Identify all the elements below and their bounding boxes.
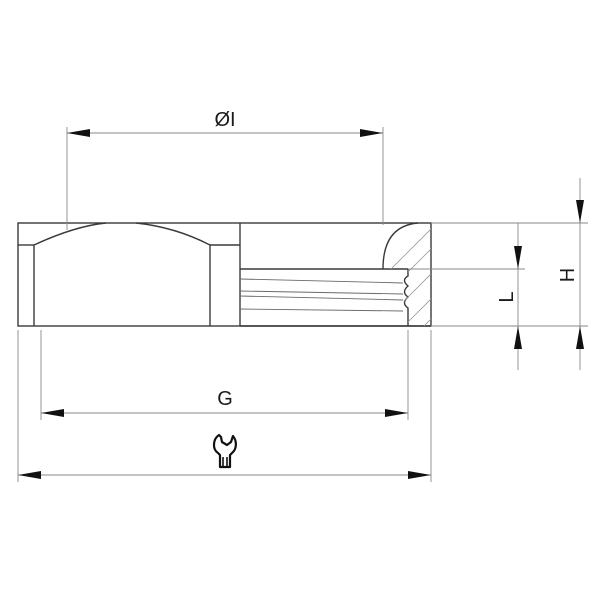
wrench-icon: [212, 433, 237, 469]
inner-diameter-label: ØI: [214, 109, 235, 131]
extension-lines-right: [408, 222, 588, 327]
thread-length-label: L: [496, 291, 518, 302]
height-label: H: [557, 268, 579, 282]
dimension-height: H: [557, 178, 584, 370]
part-body: [17, 222, 432, 327]
dimension-inner-diameter: ØI: [66, 109, 384, 230]
dimension-thread-length: L: [496, 223, 522, 370]
dimension-wrench-size: [17, 330, 432, 482]
section-hatching: [383, 223, 431, 326]
thread-label: G: [217, 388, 233, 410]
dimension-thread: G: [40, 330, 409, 420]
